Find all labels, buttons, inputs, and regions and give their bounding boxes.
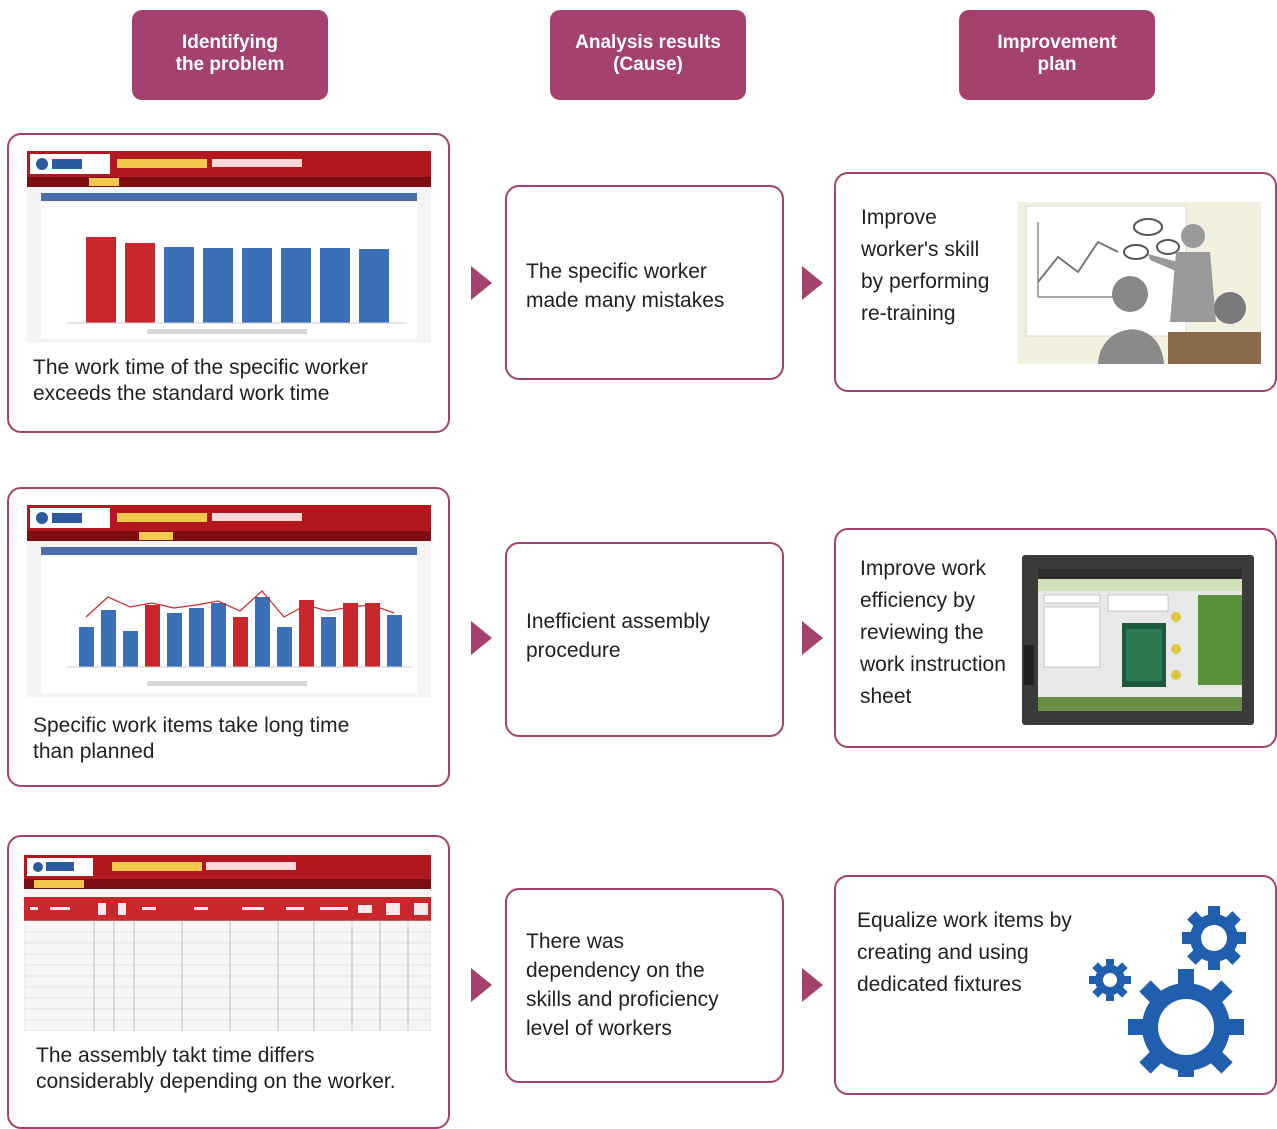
touch-panel-illustration <box>1022 555 1254 725</box>
text-line: efficiency by <box>860 589 976 612</box>
text-line: reviewing the <box>860 621 984 644</box>
plan-text-2: Improve work efficiency by reviewing the… <box>860 553 1006 713</box>
header-analysis-results: Analysis results (Cause) <box>550 10 746 100</box>
text-line: skills and proficiency <box>526 988 719 1011</box>
header-identifying-problem: Identifying the problem <box>132 10 328 100</box>
arrow-right-icon <box>471 968 492 1002</box>
arrow-right-icon <box>471 621 492 655</box>
text-line: worker's skill <box>861 238 980 261</box>
header-line: Improvement <box>997 32 1117 53</box>
presentation-illustration <box>1018 202 1261 364</box>
text-line: than planned <box>33 740 155 763</box>
text-line: The specific worker <box>526 260 707 283</box>
problem-box-2: Specific work items take long time than … <box>7 487 450 787</box>
plan-text-1: Improve worker's skill by performing re-… <box>861 202 989 330</box>
header-line: Identifying <box>181 32 279 53</box>
cause-text-3: There was dependency on the skills and p… <box>526 927 770 1043</box>
problem-text-3: The assembly takt time differs considera… <box>36 1043 396 1095</box>
cause-box-2: Inefficient assembly procedure <box>505 542 784 737</box>
text-line: sheet <box>860 685 912 708</box>
text-line: dependency on the <box>526 959 705 982</box>
header-line: plan <box>1037 54 1077 75</box>
problem-box-3: The assembly takt time differs considera… <box>7 835 450 1129</box>
cause-box-3: There was dependency on the skills and p… <box>505 888 784 1083</box>
plan-text-3: Equalize work items by creating and usin… <box>857 905 1072 1001</box>
text-line: Improve work <box>860 557 987 580</box>
text-line: considerably depending on the worker. <box>36 1070 396 1093</box>
text-line: Improve <box>861 206 937 229</box>
cause-text-2: Inefficient assembly procedure <box>526 607 770 665</box>
header-line: (Cause) <box>613 54 683 75</box>
text-line: work instruction <box>860 653 1006 676</box>
header-improvement-plan: Improvement plan <box>959 10 1155 100</box>
text-line: The assembly takt time differs <box>36 1044 315 1067</box>
text-line: procedure <box>526 639 621 662</box>
text-line: made many mistakes <box>526 289 725 312</box>
text-line: There was <box>526 930 625 953</box>
problem-box-1: The work time of the specific worker exc… <box>7 133 450 433</box>
arrow-right-icon <box>802 621 823 655</box>
header-line: the problem <box>175 54 285 75</box>
text-line: re-training <box>861 302 956 325</box>
plan-box-1: Improve worker's skill by performing re-… <box>834 172 1277 392</box>
header-line: Analysis results <box>575 32 721 53</box>
text-line: creating and using <box>857 941 1029 964</box>
dashboard-table-screenshot <box>24 855 431 1031</box>
cause-text-1: The specific worker made many mistakes <box>526 257 770 315</box>
text-line: level of workers <box>526 1017 672 1040</box>
dashboard-bar-chart-screenshot <box>27 151 431 343</box>
gear-icon <box>1084 902 1259 1077</box>
text-line: Equalize work items by <box>857 909 1072 932</box>
text-line: Specific work items take long time <box>33 714 350 737</box>
plan-box-3: Equalize work items by creating and usin… <box>834 875 1277 1095</box>
arrow-right-icon <box>471 266 492 300</box>
text-line: exceeds the standard work time <box>33 382 330 405</box>
arrow-right-icon <box>802 968 823 1002</box>
text-line: dedicated fixtures <box>857 973 1022 996</box>
cause-box-1: The specific worker made many mistakes <box>505 185 784 380</box>
arrow-right-icon <box>802 266 823 300</box>
dashboard-bar-line-chart-screenshot <box>27 505 431 697</box>
problem-text-1: The work time of the specific worker exc… <box>33 355 368 407</box>
text-line: Inefficient assembly <box>526 610 711 633</box>
plan-box-2: Improve work efficiency by reviewing the… <box>834 528 1277 748</box>
text-line: by performing <box>861 270 990 293</box>
problem-text-2: Specific work items take long time than … <box>33 713 349 765</box>
text-line: The work time of the specific worker <box>33 356 368 379</box>
